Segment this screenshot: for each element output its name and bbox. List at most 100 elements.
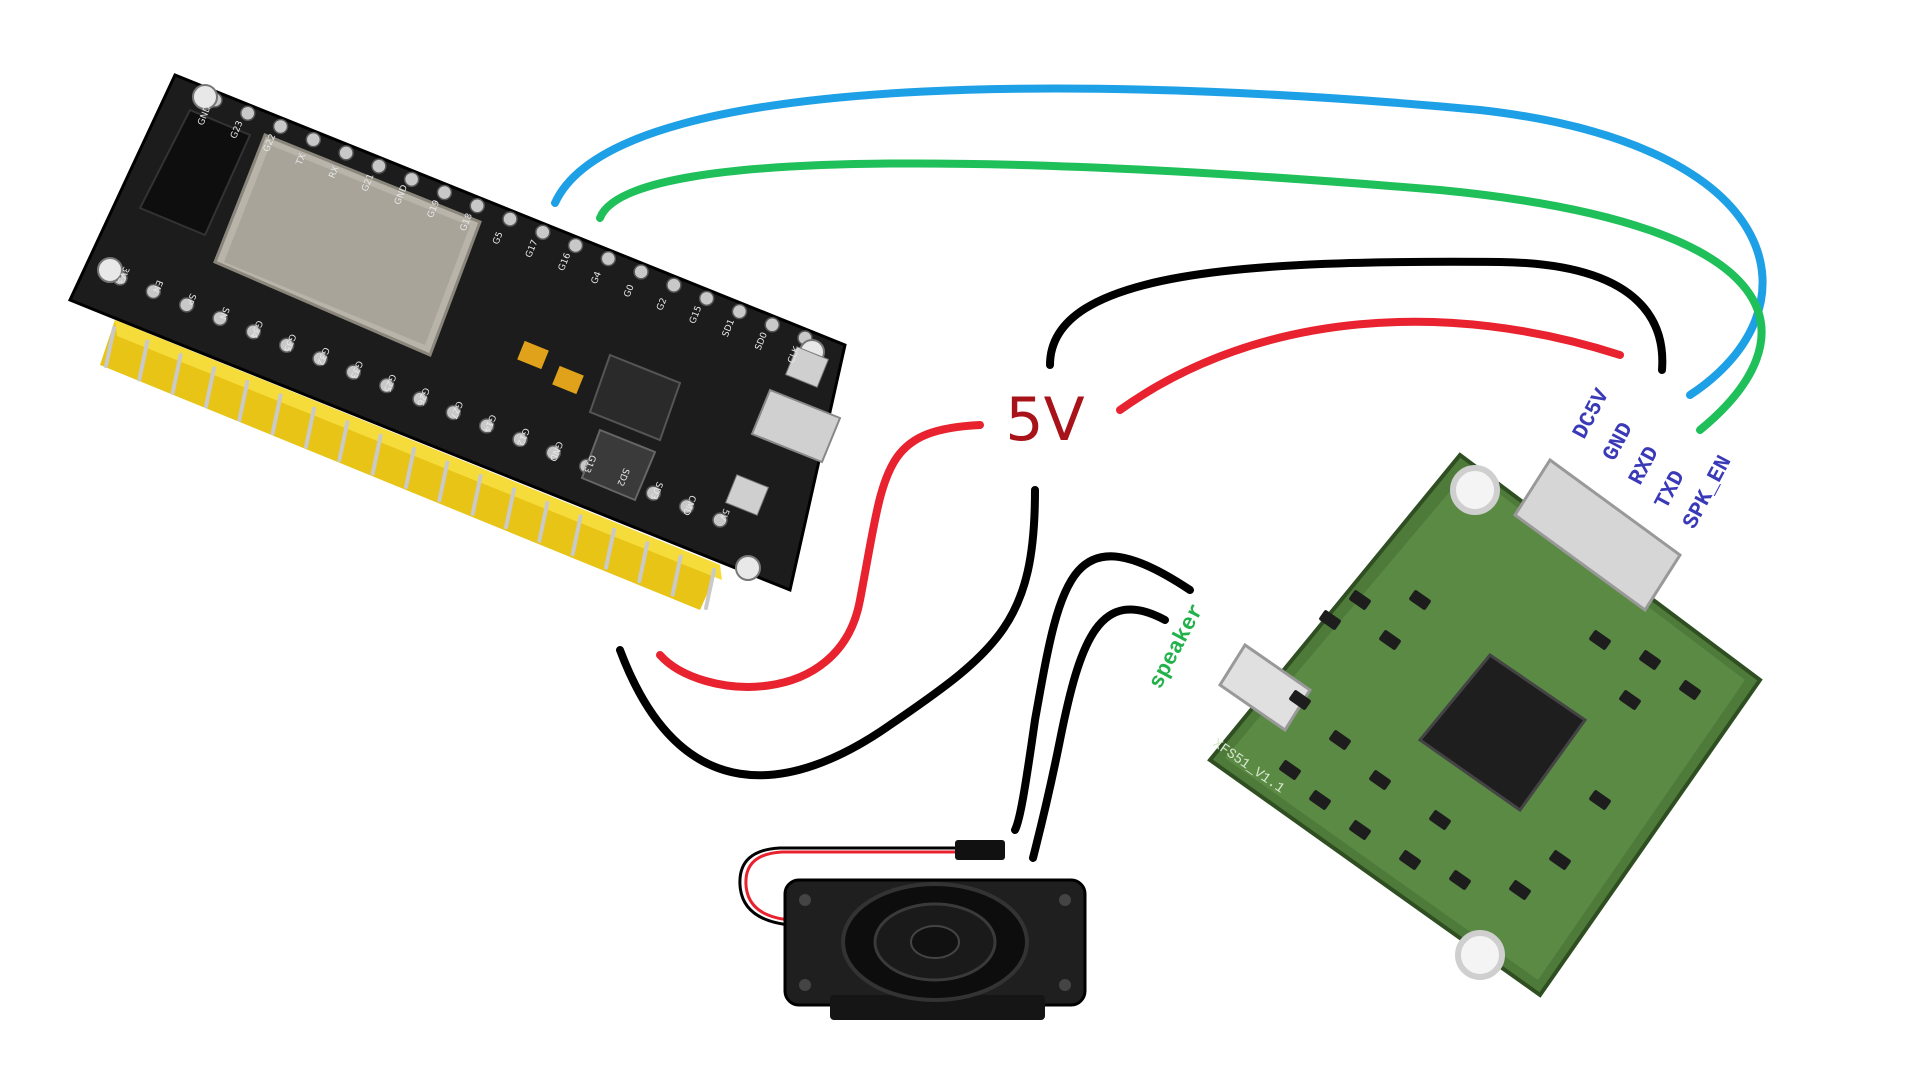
smd-component bbox=[1369, 770, 1391, 790]
smd-component bbox=[1589, 790, 1611, 810]
esp32-pin-label: 5V bbox=[716, 507, 730, 523]
xfs-header-connector bbox=[1512, 457, 1683, 613]
wire-black-speaker-a bbox=[1011, 552, 1194, 834]
pin-hole bbox=[633, 264, 649, 280]
pin-hole bbox=[378, 377, 395, 394]
esp32-header-pins bbox=[100, 320, 722, 610]
esp32-pin-label: EN bbox=[150, 278, 164, 293]
voltage-regulator bbox=[580, 428, 657, 502]
wire-green-g16-to-spk-en bbox=[596, 159, 1766, 434]
mount-hole bbox=[1455, 930, 1505, 980]
smd-component bbox=[1319, 610, 1341, 630]
esp32-pin-label: G5 bbox=[492, 231, 506, 247]
pin-hole bbox=[305, 131, 322, 148]
micro-usb-port bbox=[750, 388, 842, 464]
speaker-plug bbox=[955, 840, 1005, 860]
esp32-antenna bbox=[138, 108, 252, 237]
smd-component bbox=[1679, 680, 1701, 700]
pin-hole bbox=[731, 303, 748, 320]
mount-hole bbox=[97, 257, 123, 283]
pin-hole bbox=[545, 445, 562, 461]
xfs-speaker-connector bbox=[1217, 642, 1313, 733]
pin-hole bbox=[535, 224, 551, 240]
mount-hole bbox=[1450, 465, 1500, 515]
mount-hole bbox=[735, 555, 761, 581]
boot-button bbox=[784, 346, 830, 388]
pin-hole bbox=[272, 118, 289, 135]
smd-component bbox=[1449, 870, 1471, 890]
smd-component bbox=[1409, 590, 1431, 610]
esp32-board: GNDG23G22TXRXG21GNDG19G18G5G17G16G4G0G2G… bbox=[67, 73, 847, 610]
esp32-pin-label: G0 bbox=[623, 283, 637, 299]
usb-serial-chip bbox=[588, 353, 682, 442]
esp32-pin-label: SN bbox=[217, 305, 231, 320]
mount-hole bbox=[192, 84, 218, 110]
pin-hole bbox=[469, 198, 485, 214]
smd-component bbox=[1379, 630, 1401, 650]
esp32-pin-label: G4 bbox=[590, 270, 604, 286]
wire-black-speaker-b bbox=[1029, 605, 1169, 862]
pin-hole bbox=[412, 391, 428, 407]
pin-hole bbox=[371, 158, 387, 174]
pin-hole bbox=[712, 512, 728, 528]
esp32-pin-label: G2 bbox=[655, 297, 669, 313]
wire-blue-g17-to-txd bbox=[551, 84, 1767, 399]
smd-component bbox=[1619, 690, 1641, 710]
label-5v: 5V bbox=[1005, 385, 1084, 455]
pin-label-spk-en: SPK_EN bbox=[1678, 452, 1737, 534]
esp32-pin-label: RX bbox=[328, 165, 342, 180]
pin-hole bbox=[278, 337, 295, 353]
wire-red-esp-5v bbox=[656, 421, 984, 691]
wire-black-esp-gnd bbox=[616, 486, 1039, 780]
pin-hole bbox=[502, 211, 518, 227]
pin-hole bbox=[445, 404, 462, 421]
smd-component bbox=[1429, 810, 1451, 830]
pin-hole bbox=[512, 431, 528, 448]
pin-label-gnd: GND bbox=[1598, 419, 1639, 466]
esp32-pin-label: TX bbox=[294, 152, 308, 167]
xfs-main-chip bbox=[1417, 652, 1588, 813]
pin-hole bbox=[212, 310, 228, 327]
pin-hole bbox=[698, 290, 715, 307]
pin-hole bbox=[478, 418, 495, 434]
smd-component bbox=[1549, 850, 1571, 870]
pin-hole bbox=[240, 105, 256, 121]
pin-hole bbox=[600, 250, 617, 267]
pin-hole bbox=[145, 283, 162, 300]
smd-component bbox=[1329, 730, 1351, 750]
pin-hole bbox=[338, 145, 354, 161]
pin-hole bbox=[245, 324, 262, 340]
pin-hole bbox=[764, 317, 780, 333]
pin-hole bbox=[645, 485, 662, 501]
pin-hole bbox=[345, 364, 362, 380]
smd-component bbox=[1289, 690, 1311, 710]
capacitor bbox=[552, 365, 584, 395]
smd-component bbox=[1509, 880, 1531, 900]
pin-hole bbox=[567, 237, 584, 254]
smd-component bbox=[1589, 630, 1611, 650]
pin-hole bbox=[312, 350, 328, 367]
smd-component bbox=[1399, 850, 1421, 870]
smd-component bbox=[1639, 650, 1661, 670]
label-5v-bg bbox=[990, 385, 1105, 455]
pin-hole bbox=[666, 277, 682, 293]
smd-component bbox=[1309, 790, 1331, 810]
wire-red-top-to-dc5v bbox=[1116, 317, 1624, 414]
xfs-board: XFS51_V1.1 bbox=[1207, 452, 1763, 998]
capacitor bbox=[517, 340, 549, 370]
esp32-pin-label: SP bbox=[183, 292, 197, 307]
speaker-icon bbox=[738, 840, 1087, 1020]
pin-hole bbox=[403, 171, 420, 188]
pin-label-txd: TXD bbox=[1650, 467, 1691, 514]
smd-component bbox=[1349, 590, 1371, 610]
smd-component bbox=[1349, 820, 1371, 840]
en-button bbox=[724, 474, 770, 516]
wires bbox=[551, 84, 1767, 862]
pin-hole bbox=[178, 297, 195, 313]
smd-component bbox=[1279, 760, 1301, 780]
esp32-top-pin-holes bbox=[207, 92, 813, 346]
pin-hole bbox=[678, 498, 695, 515]
pin-hole bbox=[436, 184, 453, 201]
wire-black-top-to-gnd bbox=[1046, 257, 1667, 374]
